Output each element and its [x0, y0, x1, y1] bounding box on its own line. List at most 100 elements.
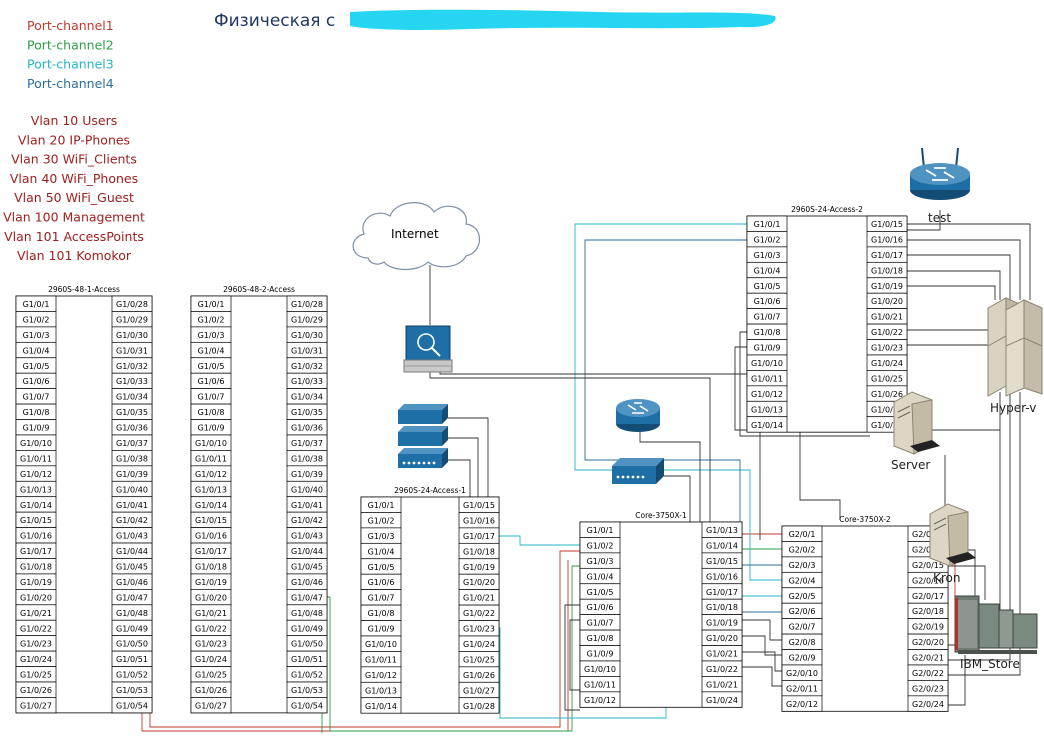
- port-label: G1/0/35: [291, 408, 323, 417]
- switch-port[interactable]: [907, 695, 949, 712]
- port-label: G2/0/23: [912, 684, 944, 693]
- port-label: G1/0/37: [291, 439, 323, 448]
- switch-port[interactable]: [701, 691, 743, 708]
- port-label: G1/0/51: [116, 655, 148, 664]
- port-label: G1/0/24: [706, 696, 738, 705]
- kron-label: Kron: [933, 571, 961, 585]
- port-label: G1/0/18: [871, 266, 903, 275]
- stack3-side: [442, 448, 448, 468]
- port-label: G2/0/21: [912, 654, 944, 663]
- port-label: G1/0/45: [116, 563, 148, 572]
- port-label: G1/0/28: [871, 421, 903, 430]
- port-label: G1/0/24: [871, 359, 903, 368]
- link-hyperv-4: [870, 270, 1001, 300]
- port-label: G1/0/15: [195, 516, 227, 525]
- link-24-2-core: [799, 432, 841, 520]
- port-label: G2/0/1: [789, 530, 816, 539]
- ibm-label: IBM_Store: [960, 657, 1020, 671]
- port-label: G1/0/20: [20, 593, 52, 602]
- port-label: G1/0/7: [754, 313, 781, 322]
- port-label: G1/0/41: [116, 501, 148, 510]
- wireless-router-arrows: [925, 167, 955, 181]
- port-label: G1/0/34: [116, 393, 148, 402]
- port-label: G1/0/2: [368, 516, 395, 525]
- port-label: G1/0/32: [291, 362, 323, 371]
- port-label: G1/0/27: [871, 405, 903, 414]
- port-label: G1/0/6: [754, 297, 781, 306]
- port-label: G1/0/15: [706, 557, 738, 566]
- port-label: G1/0/23: [20, 640, 52, 649]
- port-label: G1/0/1: [368, 501, 395, 510]
- port-label: G1/0/1: [754, 220, 781, 229]
- port-label: G2/0/18: [912, 607, 944, 616]
- port-label: G1/0/21: [463, 594, 495, 603]
- switch-title: Core-3750X-1: [635, 511, 687, 520]
- port-label: G1/0/21: [871, 313, 903, 322]
- switch-port[interactable]: [746, 416, 788, 433]
- ibm-red-stripe: [955, 598, 958, 650]
- port-label: G1/0/24: [195, 655, 227, 664]
- port-label: G1/0/14: [706, 541, 738, 550]
- port-label: G1/0/26: [871, 390, 903, 399]
- switch-port[interactable]: [360, 697, 402, 714]
- port-label: G1/0/19: [463, 563, 495, 572]
- switch-stack: [398, 404, 448, 468]
- port-label: G1/0/30: [116, 331, 148, 340]
- port-label: G1/0/13: [20, 485, 52, 494]
- router-arrows: [627, 402, 649, 414]
- port-label: G1/0/3: [368, 532, 395, 541]
- port-label: G1/0/17: [195, 547, 227, 556]
- port-label: G1/0/17: [20, 547, 52, 556]
- switch-port[interactable]: [15, 697, 57, 714]
- ibm-base: [958, 650, 1037, 654]
- internet-cloud: Internet: [352, 202, 481, 271]
- port-label: G1/0/12: [20, 470, 52, 479]
- sw-core-2: Core-3750X-2G2/0/1G2/0/2G2/0/3G2/0/4G2/0…: [781, 515, 949, 712]
- hv4-front: [1005, 337, 1025, 397]
- port-label: G1/0/52: [291, 671, 323, 680]
- port-label: G1/0/3: [754, 251, 781, 260]
- port-label: G1/0/8: [23, 408, 50, 417]
- port-label: G1/0/47: [116, 593, 148, 602]
- hyperv-servers: Hyper-v: [987, 297, 1043, 415]
- port-label: G1/0/5: [587, 588, 614, 597]
- port-label: G1/0/20: [195, 593, 227, 602]
- switch-port[interactable]: [286, 697, 328, 714]
- port-label: G1/0/22: [871, 328, 903, 337]
- sw-core-1: Core-3750X-1G1/0/1G1/0/2G1/0/3G1/0/4G1/0…: [579, 511, 743, 708]
- switch-port[interactable]: [579, 691, 621, 708]
- port-label: G1/0/53: [291, 686, 323, 695]
- port-label: G1/0/5: [23, 362, 50, 371]
- switch-port[interactable]: [458, 697, 500, 714]
- port-label: G1/0/5: [754, 282, 781, 291]
- port-label: G1/0/4: [23, 346, 50, 355]
- port-label: G2/0/2: [789, 545, 816, 554]
- port-label: G1/0/44: [116, 547, 148, 556]
- port-label: G1/0/8: [198, 408, 225, 417]
- switches-layer: 2960S-48-1-AccessG1/0/1G1/0/2G1/0/3G1/0/…: [15, 205, 949, 714]
- switch-port[interactable]: [111, 697, 153, 714]
- test-label: test: [928, 211, 951, 225]
- legend-vlan-item: Vlan 101 AccessPoints: [4, 229, 144, 244]
- legend-vlan-item: Vlan 40 WiFi_Phones: [10, 171, 138, 186]
- port-label: G1/0/2: [198, 315, 225, 324]
- port-label: G2/0/11: [786, 684, 818, 693]
- port-label: G1/0/29: [291, 315, 323, 324]
- port-label: G1/0/23: [463, 625, 495, 634]
- port-label: G1/0/46: [116, 578, 148, 587]
- firewall-handle: [431, 347, 441, 357]
- port-label: G1/0/11: [751, 374, 783, 383]
- port-label: G1/0/4: [587, 572, 614, 581]
- port-label: G1/0/39: [291, 470, 323, 479]
- switch-port[interactable]: [190, 697, 232, 714]
- port-label: G1/0/1: [23, 300, 50, 309]
- switch-port[interactable]: [781, 695, 823, 712]
- link-hyperv-5: [870, 285, 996, 300]
- port-label: G1/0/14: [195, 501, 227, 510]
- port-label: G1/0/15: [463, 501, 495, 510]
- legend-port-channel: Port-channel2: [27, 37, 114, 52]
- link-pc1-48-1: [116, 550, 580, 728]
- port-label: G1/0/27: [463, 686, 495, 695]
